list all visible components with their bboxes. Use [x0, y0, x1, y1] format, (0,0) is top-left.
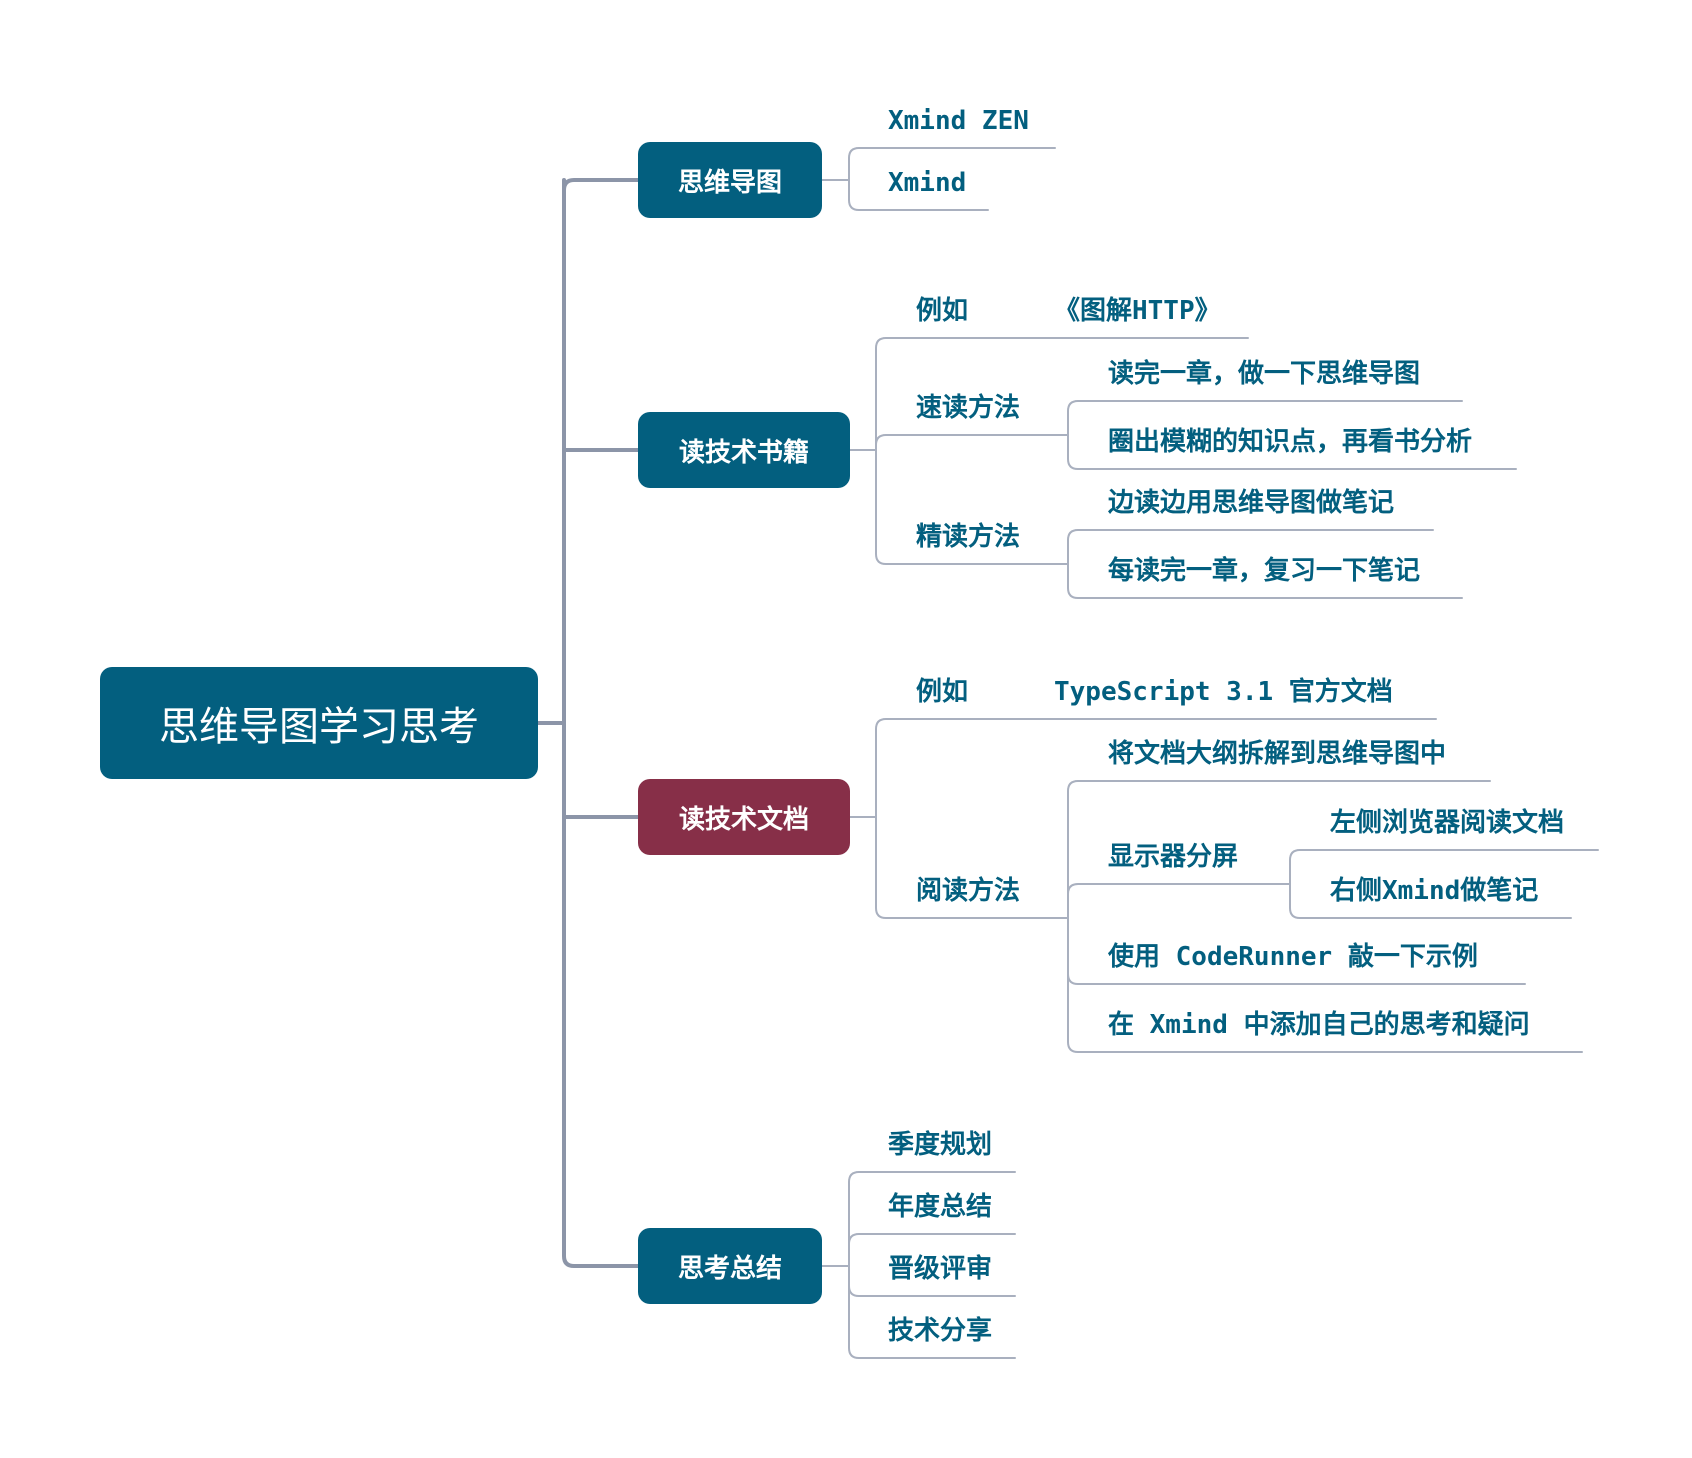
branch-read-tech-docs[interactable]: 读技术文档 [638, 779, 850, 855]
docs-example-value[interactable]: TypeScript 3.1 官方文档 [1054, 677, 1393, 707]
docs-example-label[interactable]: 例如 [916, 677, 969, 707]
speed-reading-item-2[interactable]: 圈出模糊的知识点，再看书分析 [1108, 427, 1473, 457]
docs-reading-item-xmind-notes[interactable]: 在 Xmind 中添加自己的思考和疑问 [1108, 1010, 1530, 1040]
docs-reading-item-coderunner[interactable]: 使用 CodeRunner 敲一下示例 [1108, 942, 1478, 972]
summary-quarterly-plan[interactable]: 季度规划 [888, 1130, 993, 1160]
close-reading-item-2[interactable]: 每读完一章，复习一下笔记 [1108, 556, 1421, 586]
docs-reading-item-outline[interactable]: 将文档大纲拆解到思维导图中 [1108, 739, 1447, 769]
books-example-label[interactable]: 例如 [916, 296, 969, 326]
leaf-xmind-zen[interactable]: Xmind ZEN [888, 106, 1029, 136]
root-topic[interactable]: 思维导图学习思考 [100, 667, 538, 779]
docs-reading-label[interactable]: 阅读方法 [916, 876, 1021, 906]
branch-read-tech-books[interactable]: 读技术书籍 [638, 412, 850, 488]
speed-reading-item-1[interactable]: 读完一章，做一下思维导图 [1108, 359, 1421, 389]
summary-annual-review[interactable]: 年度总结 [888, 1192, 993, 1222]
books-example-value[interactable]: 《图解HTTP》 [1054, 296, 1221, 326]
branch-reflection-summary[interactable]: 思考总结 [638, 1228, 822, 1304]
leaf-xmind[interactable]: Xmind [888, 168, 967, 198]
branch-mind-map[interactable]: 思维导图 [638, 142, 822, 218]
close-reading-label[interactable]: 精读方法 [916, 522, 1021, 552]
split-screen-left[interactable]: 左侧浏览器阅读文档 [1330, 808, 1565, 838]
summary-promotion-review[interactable]: 晋级评审 [888, 1254, 993, 1284]
split-screen-label[interactable]: 显示器分屏 [1108, 842, 1239, 872]
close-reading-item-1[interactable]: 边读边用思维导图做笔记 [1108, 488, 1395, 518]
summary-tech-sharing[interactable]: 技术分享 [888, 1316, 993, 1346]
split-screen-right[interactable]: 右侧Xmind做笔记 [1330, 876, 1539, 906]
speed-reading-label[interactable]: 速读方法 [916, 393, 1021, 423]
